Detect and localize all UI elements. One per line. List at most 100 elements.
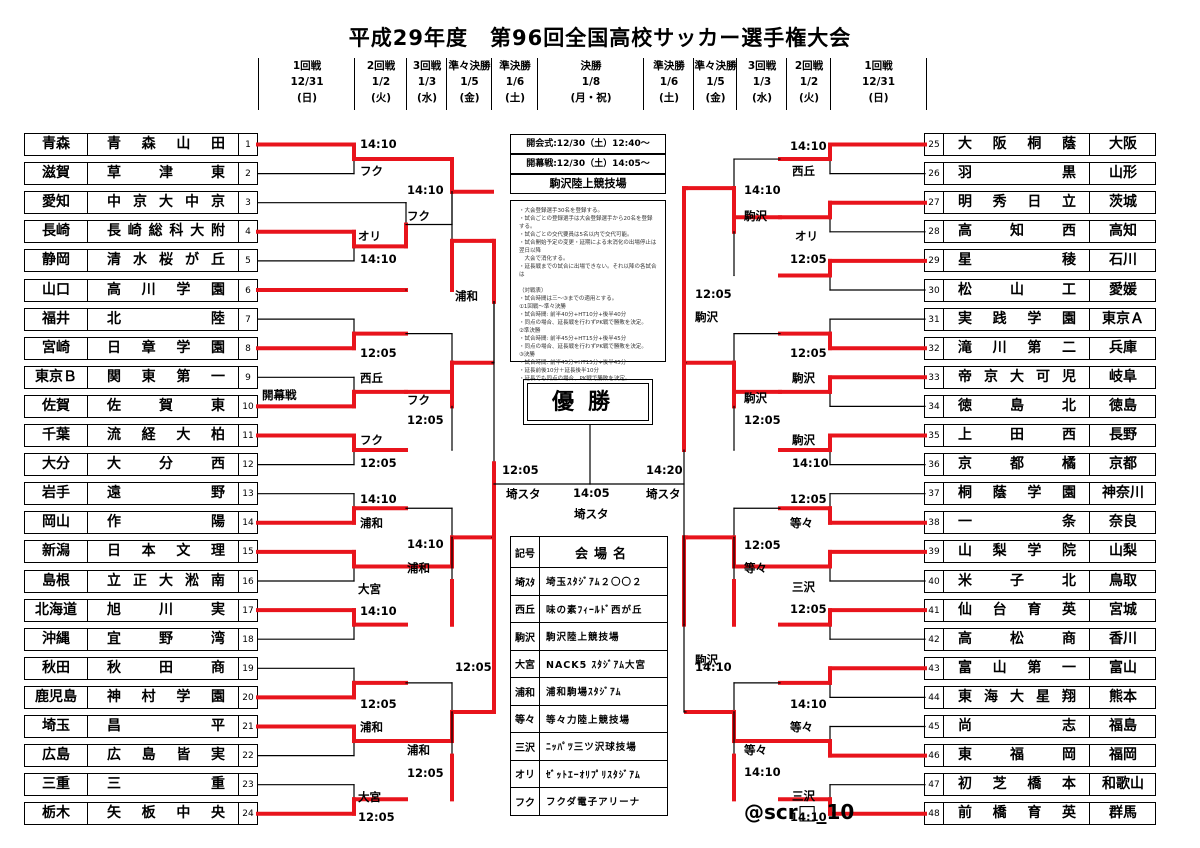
prefecture: 香川: [1109, 630, 1137, 647]
prefecture: 島根: [42, 572, 70, 589]
school-name: 桐蔭学園: [958, 485, 1076, 502]
round-header-day: (火): [370, 92, 392, 104]
prefecture: 宮崎: [42, 339, 70, 356]
match-label: 等々: [790, 720, 813, 734]
school-name: 広島皆実: [107, 747, 225, 764]
school-name: 星稜: [958, 252, 1076, 269]
team-row: 新潟日本文理: [24, 540, 240, 564]
round-header-date: 1/5: [706, 76, 725, 88]
team-number: 11: [238, 424, 258, 447]
prefecture: 青森: [42, 136, 70, 152]
team-row: 一条奈良: [943, 511, 1156, 535]
team-row: 羽黒山形: [943, 162, 1156, 186]
prefecture: 福岡: [1109, 747, 1137, 764]
rule-line: ・大会登録選手30名を登録する。: [519, 208, 603, 214]
rule-line: ・延長戦までの試合に出場できない。それ以降の各試合は: [519, 264, 657, 278]
school-name: 上田西: [958, 427, 1076, 443]
team-row: 大阪桐蔭大阪: [943, 133, 1156, 156]
match-label: 12:05: [358, 810, 395, 824]
match-label: 三沢: [792, 789, 815, 803]
venue-code-header: 記号: [510, 536, 540, 568]
team-row: 大分大分西: [24, 453, 240, 477]
rule-line: ・同点の場合、延長戦を行わずPK戦で勝敗を決定。: [519, 320, 647, 326]
round-header-date: 1/8: [581, 76, 601, 88]
team-number: 15: [238, 540, 258, 564]
school-name: 高松商: [958, 630, 1076, 647]
team-row: 広島広島皆実: [24, 744, 240, 768]
team-row: 長崎長崎総科大附: [24, 220, 240, 244]
round-header-date: 1/6: [505, 76, 525, 88]
venue-name-header: 会場名: [539, 536, 668, 568]
match-label: 14:10: [360, 252, 397, 266]
round-header-day: (日): [868, 92, 889, 104]
venue-name: 浦和駒場ｽﾀｼﾞｱﾑ: [539, 677, 668, 706]
match-label: 12:05: [407, 413, 444, 427]
venue-name: ｾﾞｯﾄｴｰｵﾘﾌﾟﾘｽﾀｼﾞｱﾑ: [539, 759, 668, 788]
match-label: 14:10: [407, 183, 444, 197]
school-name: 明秀日立: [958, 194, 1076, 211]
venue-name: 等々力陸上競技場: [539, 704, 668, 733]
school-name: 仙台育英: [958, 601, 1076, 618]
school-name: 大阪桐蔭: [958, 136, 1076, 152]
prefecture: 和歌山: [1102, 776, 1144, 793]
prefecture: 熊本: [1109, 688, 1137, 705]
school-name: 日本文理: [107, 543, 225, 560]
team-row: 高松商 香川: [943, 627, 1156, 651]
match-label: 14:10: [790, 810, 827, 824]
team-row: 星稜 石川: [943, 249, 1156, 273]
school-name: 山梨学院: [958, 543, 1076, 560]
prefecture: 滋賀: [42, 165, 70, 182]
match-label: 14:10: [695, 660, 732, 674]
prefecture: 千葉: [42, 427, 70, 443]
prefecture: 奈良: [1109, 514, 1137, 531]
round-header-date: 12/31: [861, 76, 896, 88]
school-name: 徳島北: [958, 397, 1076, 414]
team-row: 福井北陸: [24, 307, 240, 331]
venue-row: 浦和浦和駒場ｽﾀｼﾞｱﾑ: [510, 677, 668, 706]
rule-line: ・試合ごとの登録選手は大会登録選手から20名を登録する。: [519, 216, 653, 230]
school-name: 三重: [107, 776, 225, 793]
match-label: オリ: [358, 229, 381, 243]
prefecture: 茨城: [1109, 194, 1137, 211]
opening-ceremony: 開会式:12/30（土）12:40～: [510, 134, 666, 154]
match-label: 等々: [744, 561, 767, 575]
page-title: 平成29年度 第96回全国高校サッカー選手権大会: [348, 26, 852, 50]
champion-box: 優勝: [523, 379, 653, 425]
prefecture: 岩手: [42, 485, 70, 502]
team-row: 北海道旭川実: [24, 598, 240, 622]
prefecture: 石川: [1109, 252, 1137, 269]
prefecture: 高知: [1109, 223, 1137, 240]
match-label: 14:10: [360, 492, 397, 506]
team-row: 滝川第二兵庫: [943, 336, 1156, 360]
school-name: 佐賀東: [107, 397, 225, 414]
match-label: 14:10: [792, 456, 829, 470]
team-row: 佐賀佐賀東: [24, 394, 240, 418]
match-label: 14:10: [744, 183, 781, 197]
round-header-day: (土): [658, 92, 680, 104]
match-label: 大宮: [358, 582, 381, 596]
round-header-date: 1/3: [417, 76, 437, 88]
school-name: 前橋育英: [958, 805, 1076, 822]
round-header-name: 決勝: [580, 60, 602, 72]
school-name: 尚志: [958, 718, 1076, 734]
match-label: 浦和: [407, 561, 430, 575]
team-row: 鹿児島神村学園: [24, 685, 240, 709]
school-name: 青森山田: [107, 136, 225, 152]
match-label: 駒沢: [744, 391, 767, 405]
round-header-day: (水): [751, 92, 773, 104]
prefecture: 徳島: [1109, 397, 1137, 414]
final-time-right: 14:20: [646, 463, 683, 477]
prefecture: 三重: [42, 776, 70, 793]
team-row: 富山第一富山: [943, 656, 1156, 680]
prefecture: 神奈川: [1102, 485, 1144, 502]
match-label: 14:10: [790, 139, 827, 153]
match-label: 12:05: [790, 492, 827, 506]
watermark: @scr□_10: [744, 800, 855, 824]
rule-line: ・延長前後10分＋延長後半10分: [519, 368, 599, 374]
match-label: 14:10: [360, 604, 397, 618]
prefecture: 栃木: [42, 805, 70, 822]
